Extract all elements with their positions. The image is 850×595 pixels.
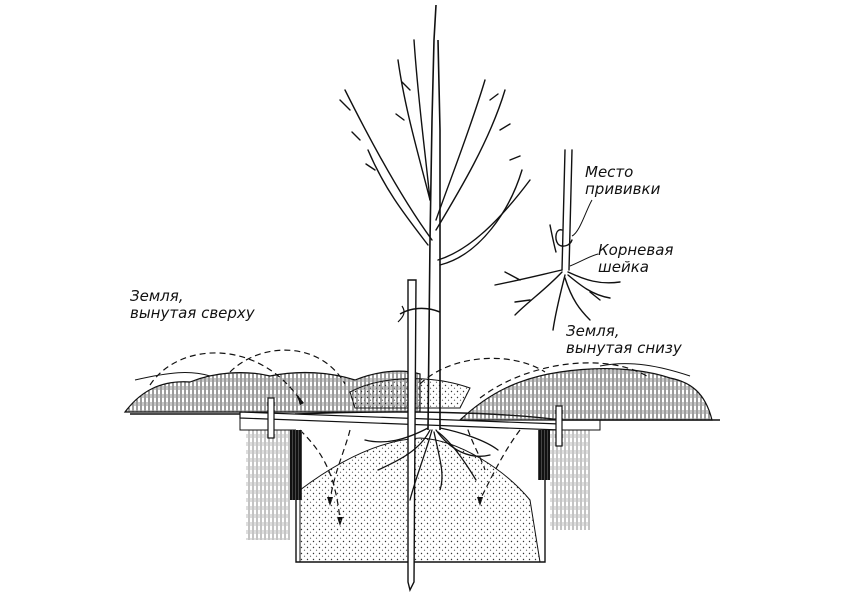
label-graft-site: Место прививки [585,164,660,198]
label-soil-from-top: Земля, вынутая сверху [130,288,255,322]
label-soil-from-bottom-line2: вынутая снизу [566,339,682,357]
label-leaders [569,199,599,267]
label-soil-from-top-line2: вынутая сверху [130,304,255,322]
seedling-detail [494,149,621,331]
label-soil-from-top-line1: Земля, [130,287,184,305]
soil-mound-left [123,370,421,413]
label-graft-site-line1: Место [585,163,634,181]
planting-pit [239,414,601,563]
label-root-collar: Корневая шейка [598,242,673,276]
planting-board [239,397,563,447]
label-graft-site-line2: прививки [585,180,661,198]
label-soil-from-bottom: Земля, вынутая снизу [566,323,682,357]
label-soil-from-bottom-line1: Земля, [566,322,620,340]
tree-roots [364,427,499,501]
label-root-collar-line1: Корневая [598,241,674,259]
soil-mound-right [458,363,713,421]
tree-trunk [427,4,441,431]
tree-branches [339,39,531,266]
label-root-collar-line2: шейка [598,258,649,276]
